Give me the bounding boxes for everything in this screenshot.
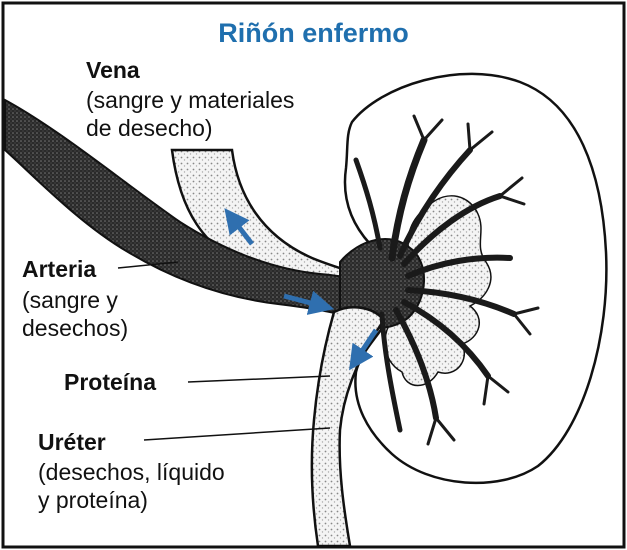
ureter-description-line-1: (desechos, líquido [38, 458, 225, 486]
ureter-description-line-2: y proteína) [38, 486, 148, 514]
arteria-label: Arteria [22, 255, 96, 283]
proteina-leader-line [188, 376, 330, 382]
arteria-description-line-1: (sangre y [22, 286, 118, 314]
proteina-label: Proteína [64, 368, 156, 396]
ureter-leader-line [144, 428, 330, 440]
arteria-description-line-2: desechos) [22, 314, 128, 342]
vena-label: Vena [86, 56, 140, 84]
diagram-title: Riñón enfermo [0, 18, 627, 49]
vena-description-line-2: de desecho) [86, 114, 213, 142]
vena-description-line-1: (sangre y materiales [86, 86, 294, 114]
ureter-label: Uréter [38, 428, 106, 456]
